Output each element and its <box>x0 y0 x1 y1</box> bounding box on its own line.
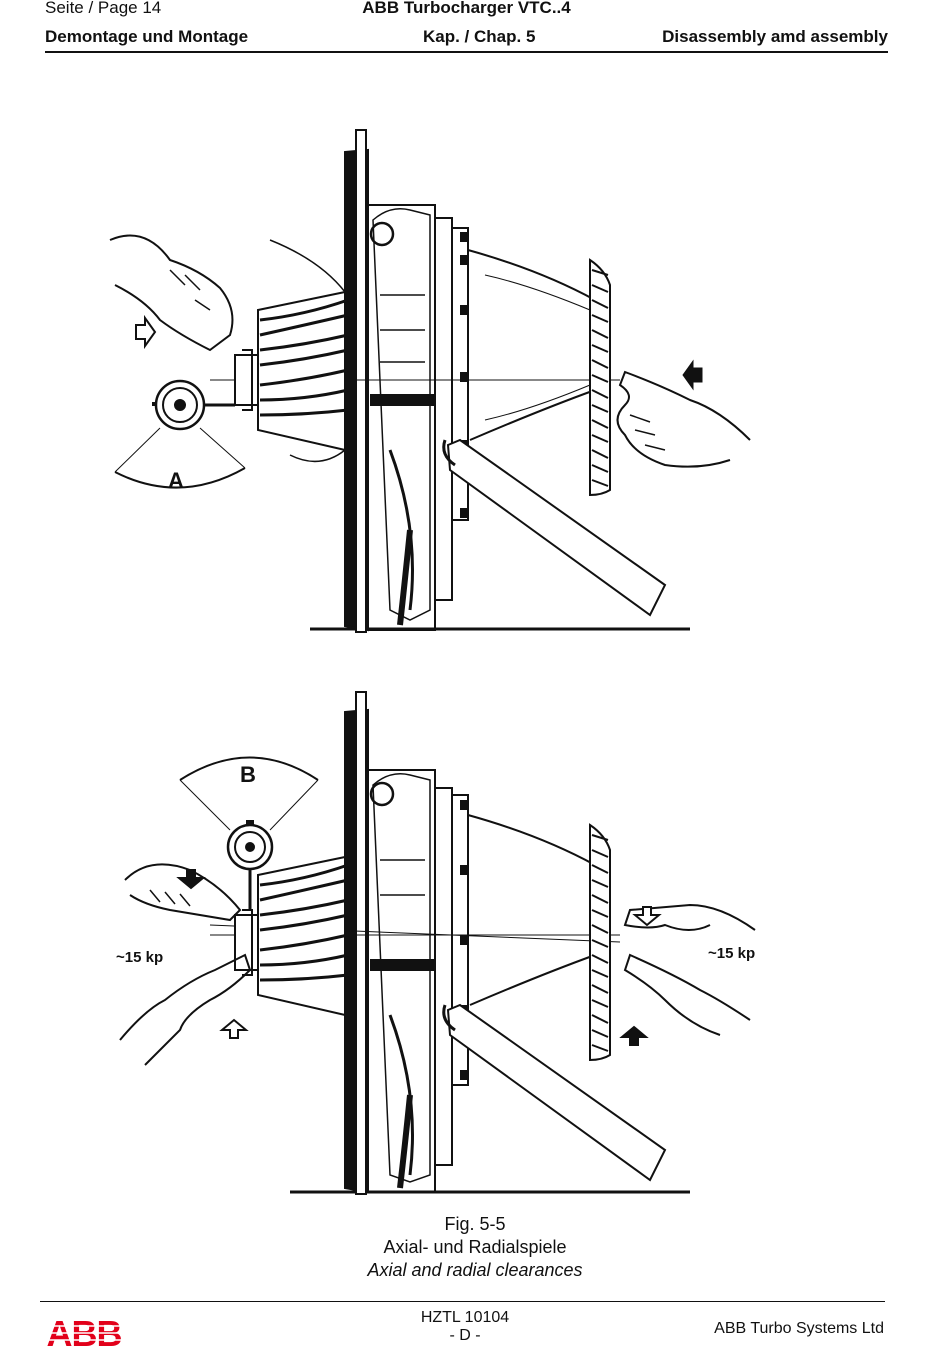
caption-title-en: Axial and radial clearances <box>367 1260 583 1280</box>
figure-number: Fig. 5-5 <box>444 1214 506 1234</box>
force-label-left: ~15 kp <box>116 949 163 966</box>
doc-number: HZTL 10104 <box>420 1309 510 1326</box>
footer-divider <box>40 1301 885 1302</box>
angle-label-b: B <box>240 762 256 787</box>
page-label: Seite / Page 14 <box>45 0 162 17</box>
company-name: ABB Turbo Systems Ltd <box>714 1320 884 1337</box>
angle-label-a: A <box>168 468 184 493</box>
document-title: ABB Turbocharger VTC..4 <box>362 0 571 17</box>
section-title-de: Demontage und Montage <box>45 27 249 46</box>
top-drawing <box>109 129 751 633</box>
bottom-drawing <box>119 691 756 1195</box>
footer-doc-info: HZTL 10104 - D - <box>0 1309 930 1345</box>
header-bottom-row: Demontage und Montage Kap. / Chap. 5 Dis… <box>45 27 888 53</box>
abb-logo: ABB <box>41 1316 127 1350</box>
figure-caption: Fig. 5-5 Axial- und Radialspiele Axial a… <box>0 1213 950 1282</box>
caption-title-de: Axial- und Radialspiele <box>383 1237 567 1257</box>
language-code: - D - <box>449 1327 481 1344</box>
force-label-right: ~15 kp <box>708 945 755 962</box>
header-top-row: Seite / Page 14 ABB Turbocharger VTC..4 <box>45 0 888 20</box>
turbocharger-clearance-figure: A B ~15 kp ~15 kp <box>109 129 756 1195</box>
section-title-en: Disassembly amd assembly <box>662 27 888 46</box>
chapter-label: Kap. / Chap. 5 <box>423 27 536 46</box>
